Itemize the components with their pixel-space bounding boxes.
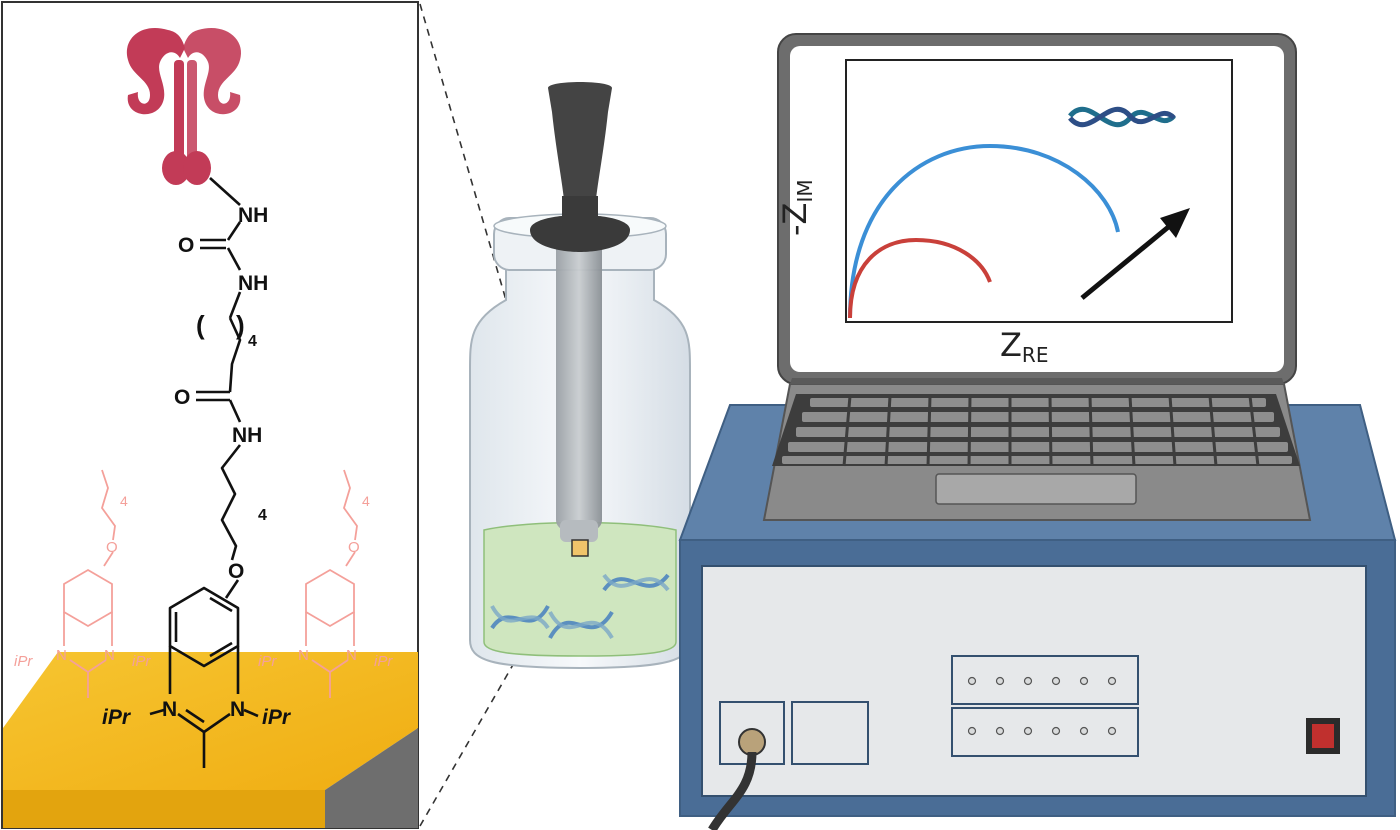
neighbor-right-n2: N (346, 647, 357, 664)
electrode-tip (571, 539, 589, 557)
antibody-icon (126, 28, 242, 185)
cable (708, 751, 757, 830)
label-ipr-right: iPr (262, 706, 292, 729)
neighbor-right-ipr2: iPr (374, 653, 393, 670)
label-o-amide: O (174, 386, 190, 409)
label-nh-amide: NH (232, 424, 262, 447)
curve-blue (848, 143, 1120, 319)
label-o-ether: O (228, 560, 244, 583)
label-n-right: N (230, 698, 245, 721)
curve-red (848, 237, 992, 319)
label-repeat-lower: 4 (258, 507, 267, 524)
neighbor-left-ipr1: iPr (14, 653, 33, 670)
molecule-panel: NH O NH ( ) 4 O NH 4 O N N iPr iPr (1, 1, 419, 829)
label-paren-open: ( (196, 310, 205, 340)
electrode-handle (548, 82, 612, 200)
neighbor-left-o: O (106, 539, 118, 556)
neighbor-left-repeat: 4 (120, 493, 128, 509)
plot-frame (845, 59, 1233, 323)
display-window (791, 701, 869, 765)
trend-arrow (1080, 208, 1190, 300)
neighbor-molecule-right: 4 O N N iPr iPr (258, 469, 393, 698)
label-repeat-upper: 4 (248, 333, 257, 350)
neighbor-right-ipr1: iPr (258, 653, 277, 670)
indicator-panel-bottom (951, 707, 1139, 757)
nyquist-plot: -ZIM ZRE (776, 59, 1233, 367)
indicator-panel-top (951, 655, 1139, 705)
electrochemical-cell (469, 82, 691, 670)
gold-surface (3, 652, 418, 828)
molecule-bonds (149, 177, 259, 768)
molecule-labels: NH O NH ( ) 4 O NH 4 O N N iPr iPr (102, 204, 292, 729)
neighbor-right-n1: N (298, 647, 309, 664)
y-axis-label: -ZIM (776, 179, 817, 236)
neighbor-left-ipr2: iPr (132, 653, 151, 670)
label-ipr-left: iPr (102, 706, 132, 729)
trackpad (935, 473, 1137, 505)
dna-icons-in-solution (490, 573, 670, 640)
label-paren-close: ) (236, 310, 245, 340)
neighbor-molecule-left: 4 O N N iPr iPr (14, 469, 151, 698)
x-axis-label: ZRE (1000, 326, 1048, 367)
electrode-shaft (556, 230, 602, 530)
neighbor-left-n2: N (104, 647, 115, 664)
label-nh-urea: NH (238, 272, 268, 295)
neighbor-right-o: O (348, 539, 360, 556)
keyboard (772, 394, 1300, 467)
indicator-leds (967, 676, 1117, 736)
label-n-left: N (162, 698, 177, 721)
neighbor-left-n1: N (56, 647, 67, 664)
label-o-urea: O (178, 234, 194, 257)
neighbor-right-repeat: 4 (362, 493, 370, 509)
bnc-connector (738, 728, 766, 756)
dna-icon-screen (1068, 106, 1176, 128)
label-nh-top: NH (238, 204, 268, 227)
